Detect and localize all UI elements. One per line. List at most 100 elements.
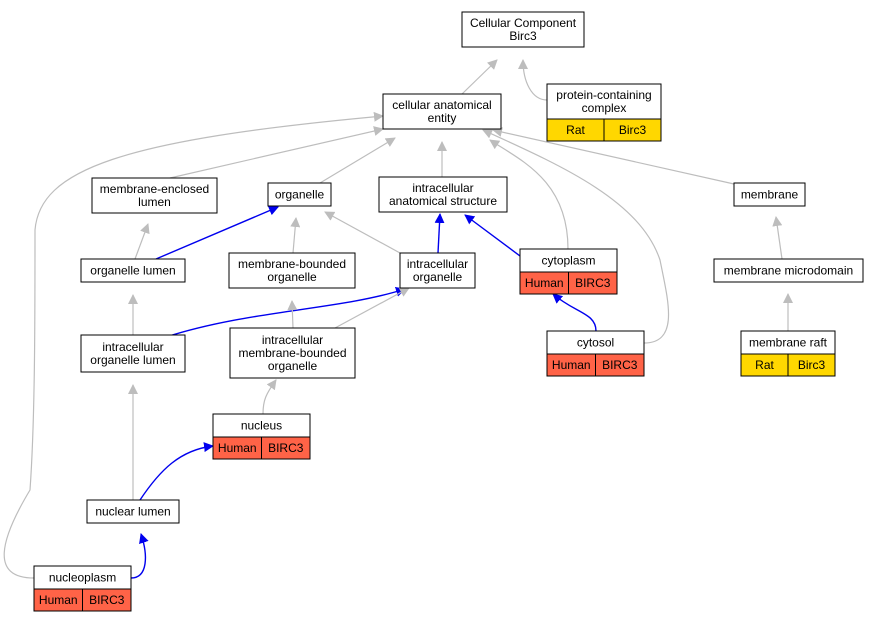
node-box [228, 252, 356, 289]
node-label-line: cytoplasm [541, 254, 595, 268]
node-label-line: organelle [268, 359, 318, 373]
node-label-line: protein-containing [556, 88, 651, 102]
nodes-layer: Cellular ComponentBirc3protein-containin… [33, 11, 864, 612]
edge-cytoplasm-to-intracellular-anatomical-structure [464, 214, 521, 257]
edge-cytosol-to-cellular-anatomical-entity [482, 129, 670, 344]
edge-membrane-to-cellular-anatomical-entity [492, 127, 735, 185]
node-label-line: intracellular [262, 333, 323, 347]
node-box [713, 258, 864, 283]
node-label-line: membrane-enclosed [100, 182, 209, 196]
species-label: Rat [566, 123, 585, 137]
edge-nucleoplasm-to-nuclear-lumen [130, 533, 149, 579]
node-box [546, 83, 662, 120]
node-box [80, 258, 186, 283]
node-label-line: entity [428, 111, 457, 125]
edge-nucleus-to-intracellular-membrane-bounded-organelle [262, 379, 277, 415]
node-label-line: complex [582, 101, 627, 115]
edge-intracellular-membrane-bounded-organelle-to-membrane-bounded-organelle [287, 300, 298, 329]
node-label-line: nuclear lumen [95, 505, 170, 519]
edge-cellular-anatomical-entity-to-cellular-component [461, 59, 498, 95]
gene-label: BIRC3 [89, 593, 125, 607]
gene-cell [595, 353, 645, 377]
node-box [267, 182, 332, 207]
node-label-line: cellular anatomical [392, 98, 491, 112]
gene-label: BIRC3 [268, 441, 304, 455]
species-label: Human [39, 593, 78, 607]
edge-intracellular-organelle-to-intracellular-anatomical-structure [434, 213, 445, 254]
node-label-line: intracellular [412, 181, 473, 195]
species-label: Human [218, 441, 257, 455]
node-label-line: lumen [138, 195, 171, 209]
node-label-line: intracellular [102, 340, 163, 354]
gene-label: Birc3 [798, 358, 826, 372]
node-box [86, 499, 180, 524]
edge-nuclear-lumen-to-nucleus [139, 442, 214, 501]
node-organelle-lumen[interactable]: organelle lumen [80, 258, 186, 283]
node-label-line: cytosol [577, 336, 614, 350]
edge-intracellular-membrane-bounded-organelle-to-intracellular-organelle [334, 287, 410, 329]
node-box [382, 93, 502, 130]
node-label-line: organelle [275, 188, 325, 202]
species-label: Human [525, 276, 564, 290]
edge-protein-containing-complex-to-cellular-component [518, 59, 548, 101]
gene-cell [787, 353, 836, 377]
node-label-line: anatomical structure [389, 194, 497, 208]
gene-cell [568, 271, 618, 295]
edge-organelle-to-cellular-anatomical-entity [319, 137, 396, 184]
node-box [399, 252, 476, 289]
node-label-line: nucleus [241, 419, 282, 433]
node-label-line: membrane microdomain [724, 264, 853, 278]
edge-membrane-enclosed-lumen-to-cellular-anatomical-entity [169, 126, 384, 179]
gene-label: BIRC3 [575, 276, 611, 290]
node-box [733, 182, 806, 207]
species-label: Human [552, 358, 591, 372]
edges-layer [3, 59, 793, 579]
node-label-line: membrane [741, 188, 799, 202]
edge-cytosol-to-cytoplasm [552, 293, 597, 332]
edge-organelle-lumen-to-organelle [155, 205, 279, 260]
node-label-line: membrane raft [749, 336, 828, 350]
node-nuclear-lumen[interactable]: nuclear lumen [86, 499, 180, 524]
gene-cell [603, 118, 662, 142]
node-box [461, 11, 585, 48]
gene-label: BIRC3 [602, 358, 638, 372]
node-label-line: organelle [267, 270, 317, 284]
node-label-line: Cellular Component [470, 16, 577, 30]
node-label-line: organelle [413, 270, 463, 284]
gene-cell [261, 436, 311, 460]
node-label-line: organelle lumen [90, 353, 175, 367]
node-membrane[interactable]: membrane [733, 182, 806, 207]
node-box [378, 176, 508, 213]
edge-nucleoplasm-to-cellular-anatomical-entity [3, 111, 384, 579]
node-box [91, 177, 218, 214]
node-label-line: membrane-bounded [238, 257, 346, 271]
gene-cell [82, 588, 132, 612]
node-box [229, 327, 356, 379]
node-label-line: nucleoplasm [49, 571, 116, 585]
edge-organelle-lumen-to-membrane-enclosed-lumen [134, 223, 150, 260]
node-label-line: membrane-bounded [238, 346, 346, 360]
edge-membrane-microdomain-to-membrane [772, 216, 783, 260]
node-membrane-microdomain[interactable]: membrane microdomain [713, 258, 864, 283]
node-organelle[interactable]: organelle [267, 182, 332, 207]
edge-cytoplasm-to-cellular-anatomical-entity [489, 139, 569, 250]
species-label: Rat [755, 358, 774, 372]
edge-intracellular-organelle-to-organelle [324, 211, 401, 254]
node-label-line: intracellular [407, 257, 468, 271]
edge-membrane-bounded-organelle-to-organelle [290, 217, 301, 254]
